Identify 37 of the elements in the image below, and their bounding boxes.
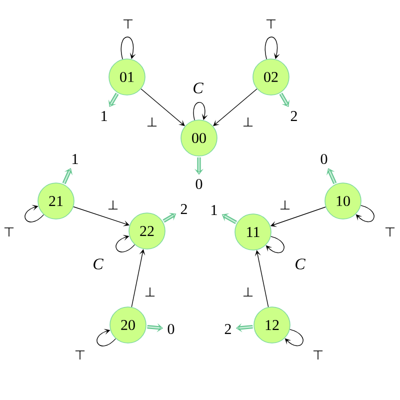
output-label: 0 — [196, 178, 202, 190]
edge-label: C — [192, 82, 204, 94]
edge-label: ⊤ — [311, 349, 325, 361]
loop-arrow — [116, 234, 136, 252]
output-arrow — [279, 92, 290, 107]
loop-arrow — [356, 205, 374, 222]
edge-label: ⊥ — [143, 286, 157, 298]
loop-arrow — [24, 204, 44, 222]
output-label: 0 — [320, 154, 328, 164]
output-label: 2 — [224, 324, 231, 334]
edge-label: ⊤ — [383, 226, 397, 238]
edge-label: ⊤ — [2, 226, 16, 238]
edge-label: ⊥ — [241, 116, 255, 128]
loop-arrow — [193, 102, 208, 120]
arrow — [254, 250, 269, 308]
output-label: 2 — [180, 204, 187, 214]
edge-label: ⊤ — [73, 349, 87, 361]
output-label: 1 — [102, 111, 107, 121]
output-label: 1 — [72, 154, 78, 164]
output-arrow — [326, 168, 337, 184]
output-label: 0 — [168, 324, 174, 334]
edge-label: ⊤ — [264, 18, 278, 30]
edge-label: C — [92, 258, 104, 270]
loop-arrow — [96, 328, 116, 346]
loop-arrow — [264, 36, 280, 60]
edge-label: ⊥ — [278, 199, 292, 211]
edge-label: ⊥ — [241, 286, 255, 298]
output-label: 2 — [290, 111, 297, 121]
output-arrow — [162, 212, 176, 223]
edge-label: ⊥ — [106, 199, 120, 211]
edge-label: ⊤ — [121, 18, 135, 30]
edge-label: C — [294, 258, 306, 270]
loop-arrow — [284, 329, 304, 346]
output-label: 1 — [212, 205, 217, 215]
loop-arrow — [266, 236, 284, 254]
edge-label: ⊥ — [145, 116, 159, 128]
loop-arrow — [120, 36, 136, 60]
